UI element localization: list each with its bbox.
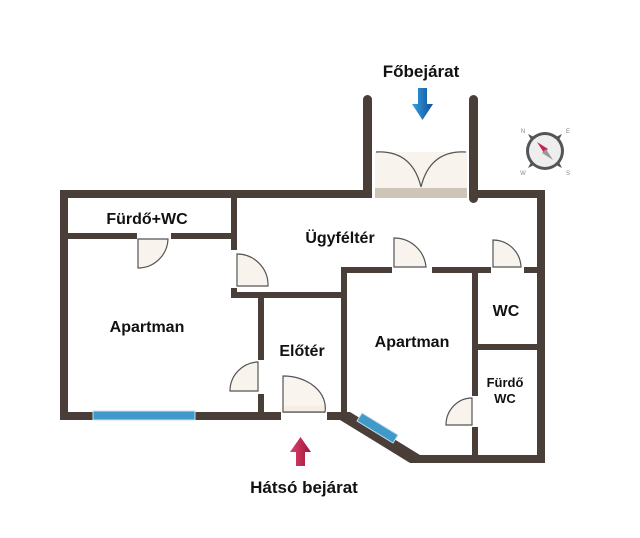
- doors: [137, 232, 524, 427]
- apartment-left-label: Apartman: [110, 319, 185, 336]
- compass-west: W: [520, 171, 526, 177]
- compass-east: E: [566, 129, 570, 135]
- walls: [60, 95, 545, 463]
- bath-wc-left-label: Fürdő+WC: [106, 211, 188, 228]
- compass-north: N: [521, 129, 525, 135]
- hallway-label: Előtér: [279, 343, 324, 360]
- client-area-label: Ügyféltér: [305, 228, 374, 247]
- main-entrance-arrow-icon: [412, 88, 433, 120]
- bath-label-line1: Fürdő: [487, 375, 524, 390]
- main-entrance-doors: [375, 151, 467, 198]
- main-entrance-label: Főbejárat: [383, 62, 460, 81]
- apartment-right-label: Apartman: [375, 334, 450, 351]
- compass-south: S: [566, 171, 570, 177]
- bath-label-line2: WC: [494, 391, 516, 406]
- back-entrance-arrow-icon: [290, 437, 311, 466]
- windows: [92, 410, 399, 444]
- compass-icon: N E W S: [520, 129, 570, 177]
- wc-label: WC: [493, 303, 520, 320]
- back-entrance-label: Hátsó bejárat: [250, 478, 358, 497]
